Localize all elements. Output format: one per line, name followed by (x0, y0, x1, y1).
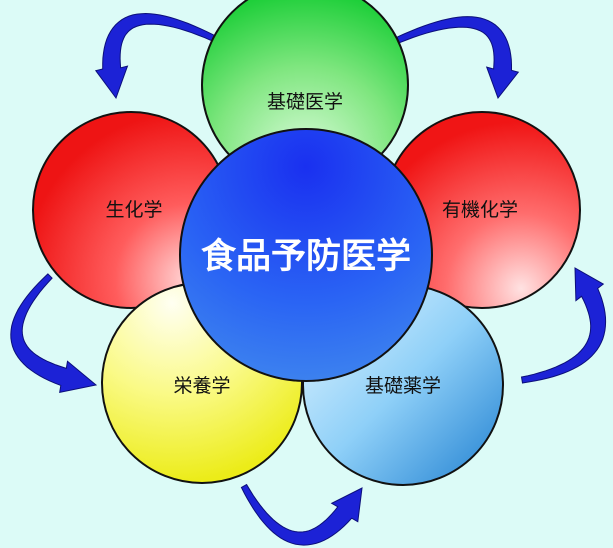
arrow-top-right-shape (396, 16, 520, 100)
petal-biochemistry-label: 生化学 (105, 199, 162, 221)
arrow-right-shape (520, 267, 607, 384)
cycle-arrows (10, 12, 607, 546)
center-node-circle (179, 128, 433, 382)
arrow-left-shape (10, 273, 98, 394)
petal-basic-medicine-label: 基礎医学 (267, 91, 343, 113)
arrow-left (10, 273, 98, 394)
arrow-top-left (94, 12, 215, 100)
petal-organic-chemistry-label: 有機化学 (442, 199, 518, 221)
petal-nutrition-label: 栄養学 (173, 375, 230, 397)
arrow-top-right (396, 16, 520, 100)
petal-basic-pharmacy-label: 基礎薬学 (365, 375, 441, 397)
arrow-top-left-shape (94, 12, 215, 100)
arrow-bottom-shape (240, 483, 363, 546)
center-node-label: 食品予防医学 (201, 236, 411, 277)
arrow-right (520, 267, 607, 384)
arrow-bottom (240, 483, 363, 546)
center-node: 食品予防医学 (179, 128, 433, 382)
